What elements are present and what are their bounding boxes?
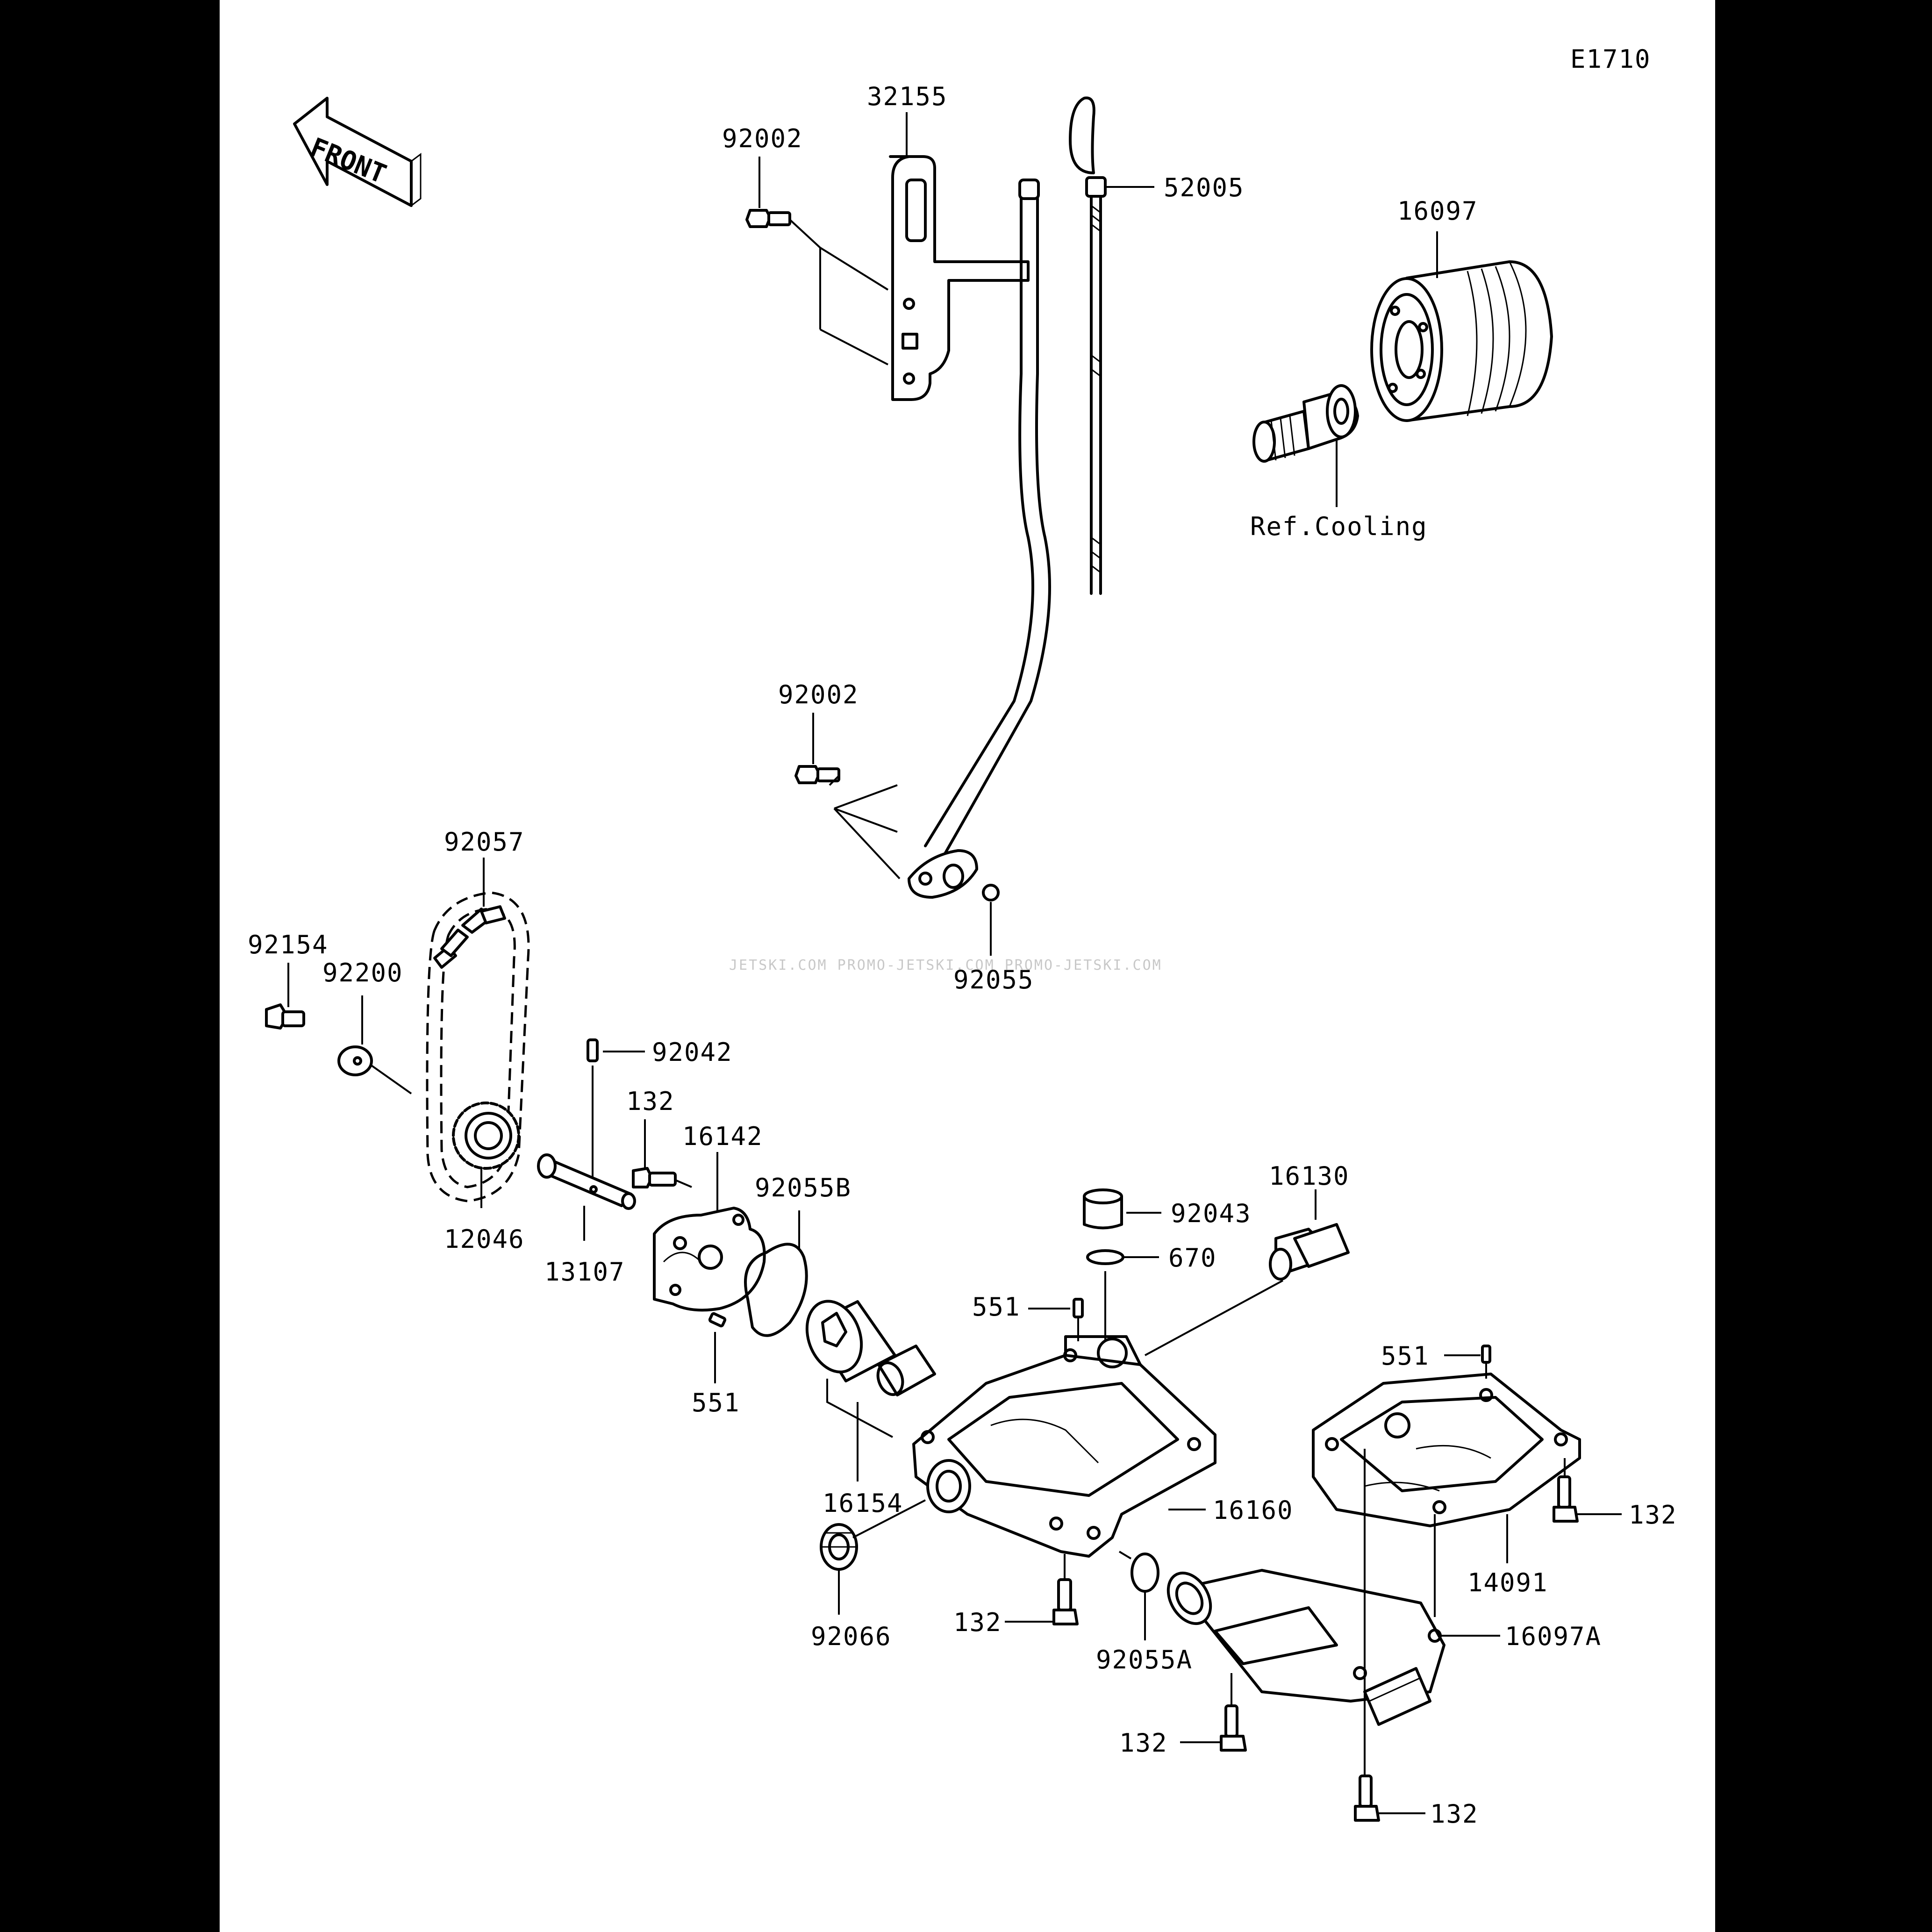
label-551-pump: 551 [692, 1388, 740, 1417]
label-32155: 32155 [867, 82, 948, 111]
diagram-code: E1710 [1570, 44, 1651, 74]
label-16142: 16142 [682, 1122, 763, 1151]
pin-92042 [587, 1038, 599, 1062]
label-13107: 13107 [544, 1257, 625, 1287]
label-16097: 16097 [1397, 196, 1478, 226]
label-670: 670 [1168, 1243, 1217, 1273]
cooling-fitting-ref [1252, 384, 1359, 463]
bolt-132-right [1553, 1475, 1579, 1523]
label-92057: 92057 [444, 827, 525, 857]
label-16097A: 16097A [1505, 1622, 1602, 1651]
pump-cover-16142 [653, 1207, 766, 1312]
label-92002-upper: 92002 [722, 124, 803, 153]
bolt-132-pump [632, 1167, 677, 1188]
o-ring-92055 [982, 884, 1000, 902]
label-92055A: 92055A [1096, 1645, 1193, 1674]
chain-92057 [426, 891, 530, 1202]
label-132-right: 132 [1629, 1500, 1677, 1530]
label-12046: 12046 [444, 1224, 525, 1254]
label-132-cover-bottom: 132 [1430, 1799, 1479, 1829]
bolt-92154 [265, 1003, 305, 1030]
label-551-body: 551 [972, 1292, 1021, 1322]
label-ref-cooling: Ref.Cooling [1250, 512, 1428, 541]
sprocket-12046 [452, 1102, 520, 1170]
bolt-92002-lower [794, 765, 840, 784]
bolt-132-body [1052, 1578, 1079, 1625]
bracket-32155 [889, 155, 1030, 401]
bolt-132-strainer [1220, 1704, 1247, 1752]
sleeve-92043 [1083, 1188, 1123, 1230]
part-labels: 32155 92002 52005 16097 Ref.Cooling 9200… [248, 82, 1677, 1829]
label-14091: 14091 [1467, 1568, 1548, 1597]
label-92066: 92066 [811, 1622, 892, 1651]
gasket-92055B [744, 1243, 808, 1337]
label-132-strainer: 132 [1119, 1728, 1168, 1758]
rotor-16154 [805, 1300, 936, 1396]
label-16130: 16130 [1269, 1161, 1350, 1191]
plug-92066 [820, 1523, 858, 1571]
label-92154: 92154 [248, 930, 329, 959]
shaft-13107 [537, 1153, 636, 1210]
relief-valve-16130 [1269, 1223, 1350, 1281]
label-92200: 92200 [322, 958, 403, 987]
dowel-551-body [1073, 1298, 1084, 1318]
pump-body-16160 [912, 1335, 1216, 1558]
label-92043: 92043 [1171, 1199, 1252, 1228]
pin-551-pump [708, 1312, 727, 1328]
o-ring-92055A [1131, 1553, 1159, 1593]
label-132-body: 132 [953, 1608, 1002, 1637]
o-ring-670 [1086, 1249, 1124, 1265]
strainer-16097A [1166, 1569, 1445, 1726]
label-92042: 92042 [652, 1038, 733, 1067]
oil-filter-16097 [1370, 260, 1553, 422]
oil-gauge-pipe [908, 179, 1051, 899]
front-arrow: FRONT [293, 97, 422, 207]
label-16160: 16160 [1213, 1496, 1294, 1525]
label-16154: 16154 [823, 1488, 903, 1518]
label-52005: 52005 [1164, 173, 1245, 202]
dipstick-52005 [1069, 96, 1107, 595]
label-92002-lower: 92002 [778, 680, 859, 709]
label-132-pump: 132 [626, 1087, 675, 1116]
label-551-cover: 551 [1381, 1341, 1430, 1371]
label-92055: 92055 [953, 965, 1034, 995]
bolt-92002-upper [745, 209, 791, 228]
bolt-132-cover-bottom [1354, 1775, 1380, 1822]
label-92055B: 92055B [755, 1173, 852, 1202]
cover-14091 [1312, 1373, 1581, 1527]
dowel-551-cover [1481, 1345, 1491, 1364]
washer-92200 [337, 1045, 373, 1076]
watermark-text: JETSKI.COM PROMO-JETSKI.COM PROMO-JETSKI… [729, 957, 1162, 973]
